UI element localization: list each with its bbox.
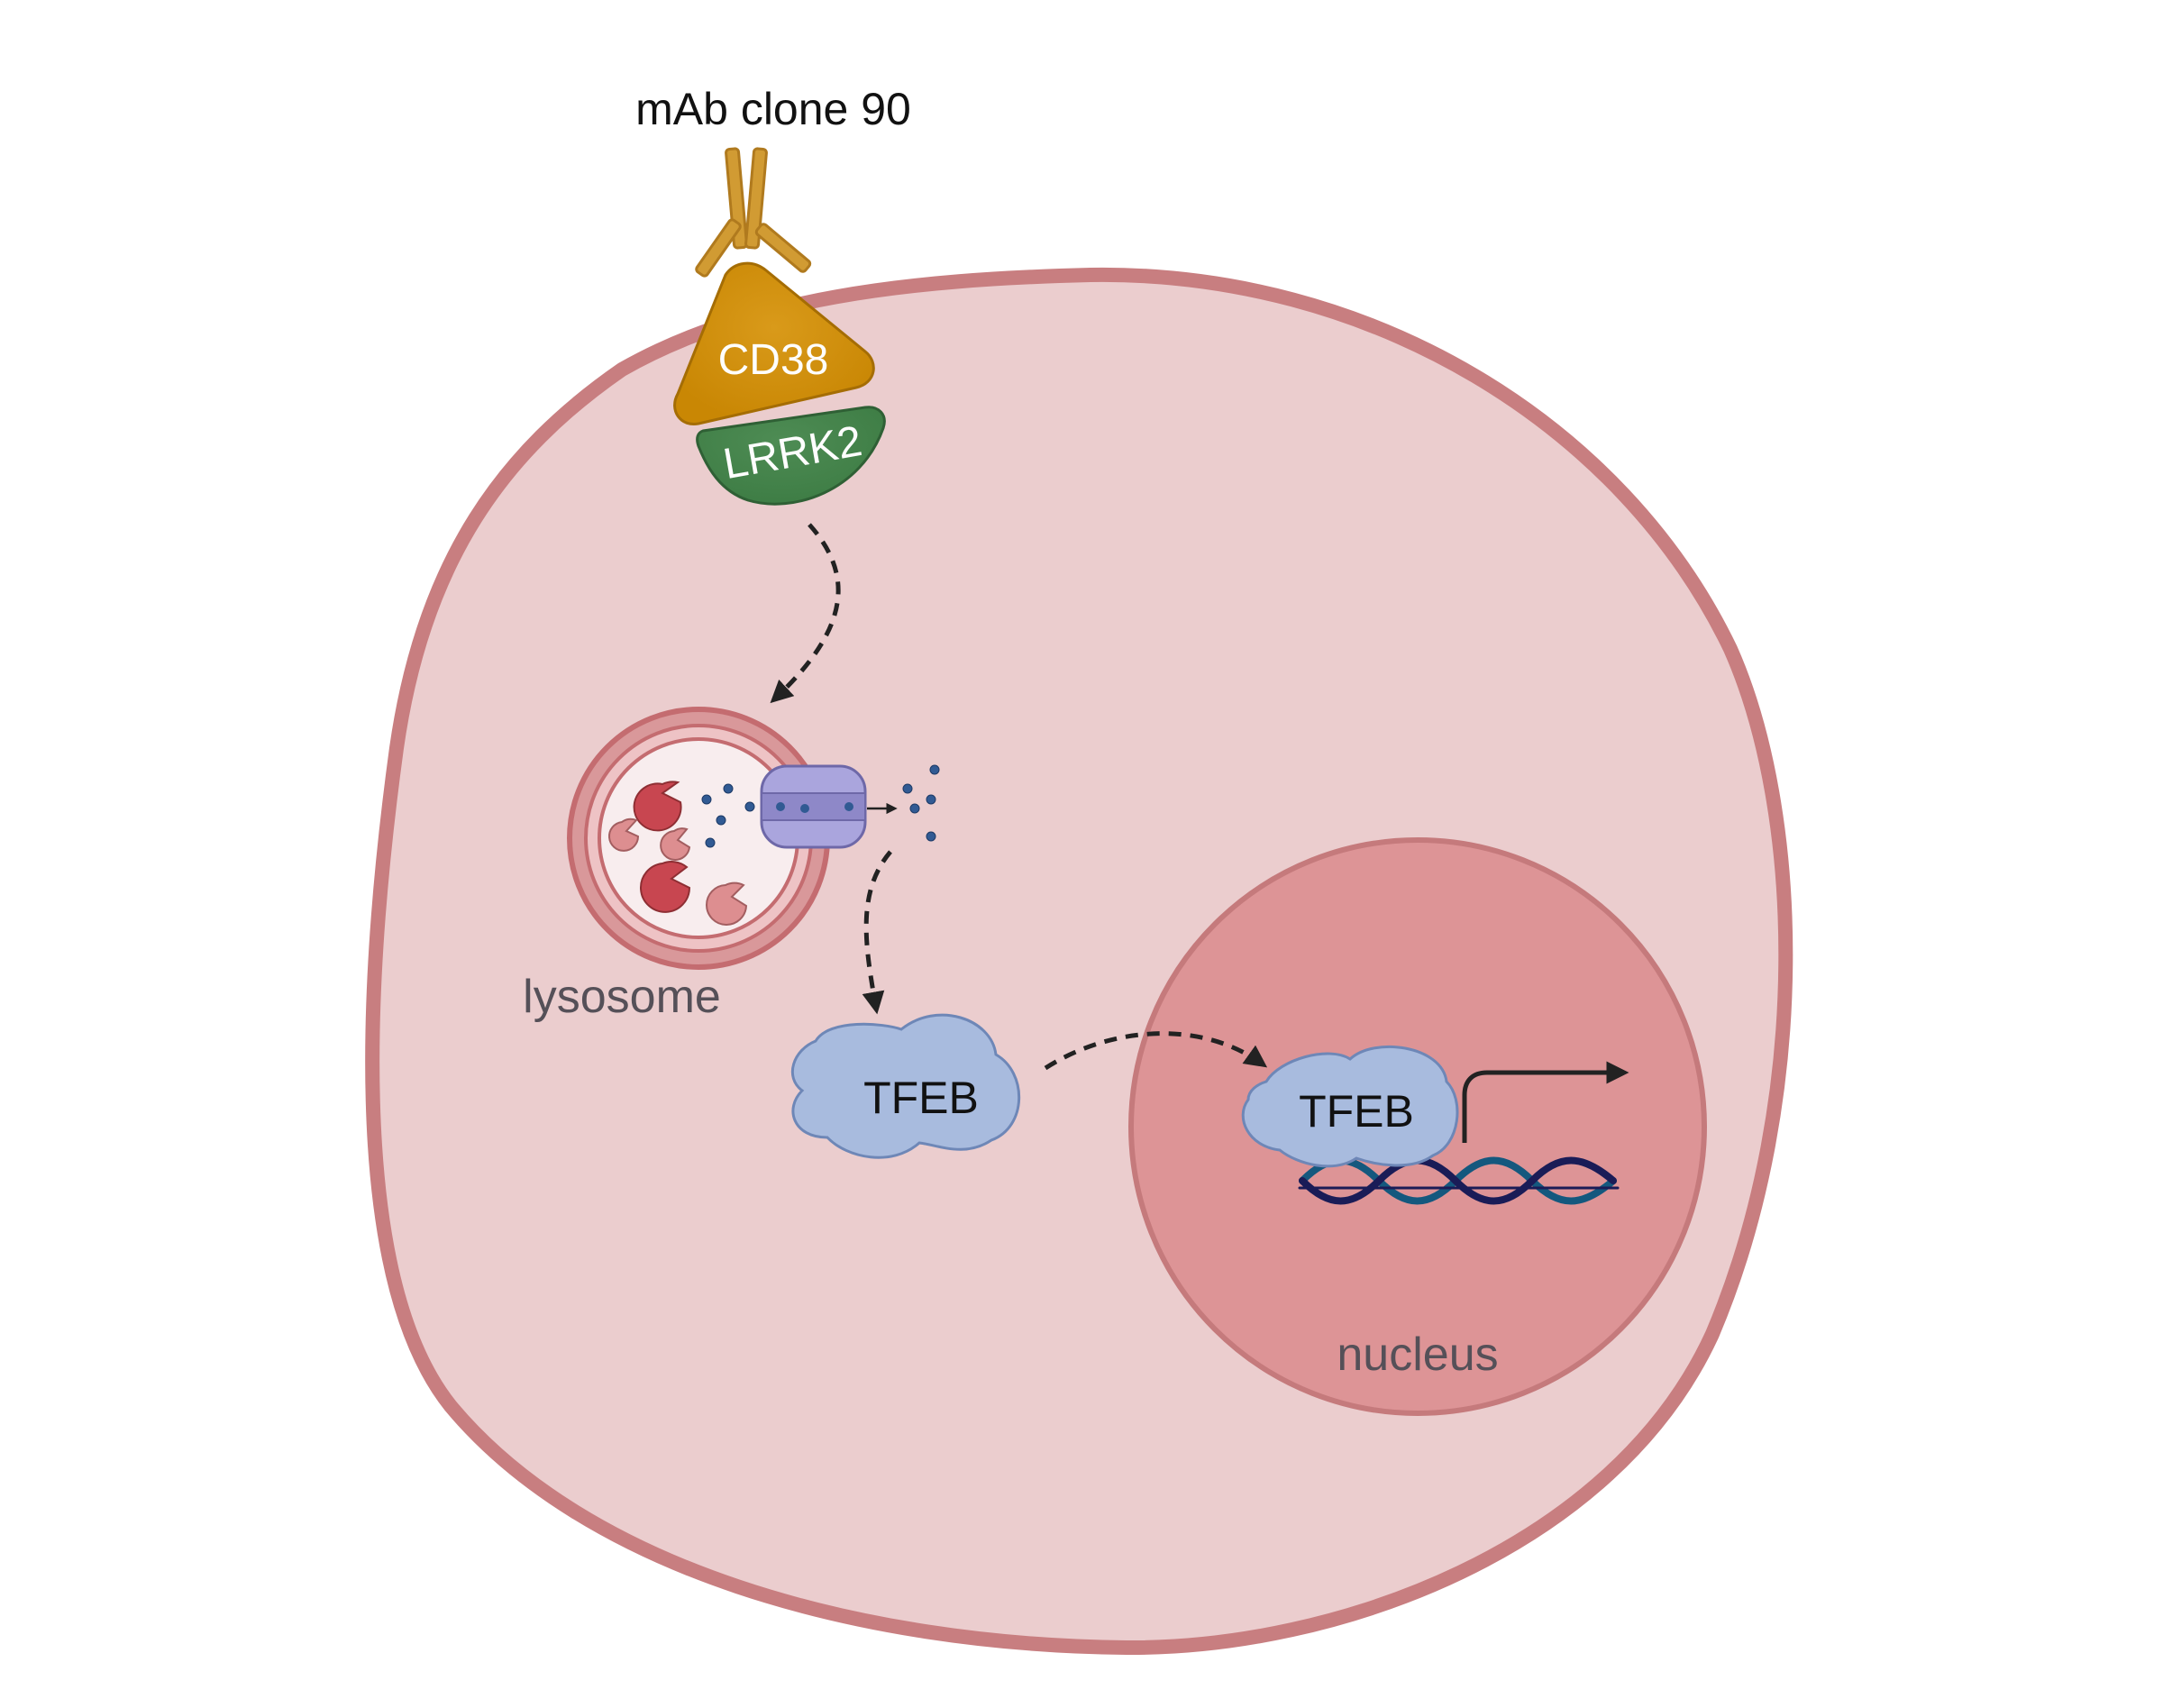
ion-dots-outside [902,764,940,842]
antibody-icon [695,147,812,278]
tfeb-cytoplasm-label: TFEB [863,1073,979,1123]
arrow-tfeb-to-nucleus [1044,1031,1268,1071]
ion-dots-inside [701,783,755,848]
enzyme-icon [640,861,691,913]
nucleus-label: nucleus [1337,1329,1498,1381]
enzyme-icon [608,817,640,852]
lysosome-channel-icon [760,764,867,849]
arrow-lysosome-to-tfeb [862,850,892,1015]
cd38-protein: CD38 [673,261,875,426]
cd38-label: CD38 [718,336,829,384]
arrow-lrrk2-to-lysosome [770,523,841,704]
antibody-label: mAb clone 90 [635,84,911,134]
enzyme-icon [706,881,748,926]
tfeb-cytoplasm: TFEB [790,1013,1021,1159]
dna-helix-icon [1298,1156,1620,1205]
enzyme-icon [633,781,682,832]
lysosome-label: lysosome [523,971,721,1023]
lrrk2-protein: LRRK2 [696,406,886,506]
transcription-arrow-icon [1462,1061,1629,1143]
lysosome [567,707,867,970]
tfeb-nucleus-label: TFEB [1299,1086,1414,1137]
tfeb-nucleus: TFEB [1241,1045,1459,1168]
enzyme-icon [660,827,691,861]
